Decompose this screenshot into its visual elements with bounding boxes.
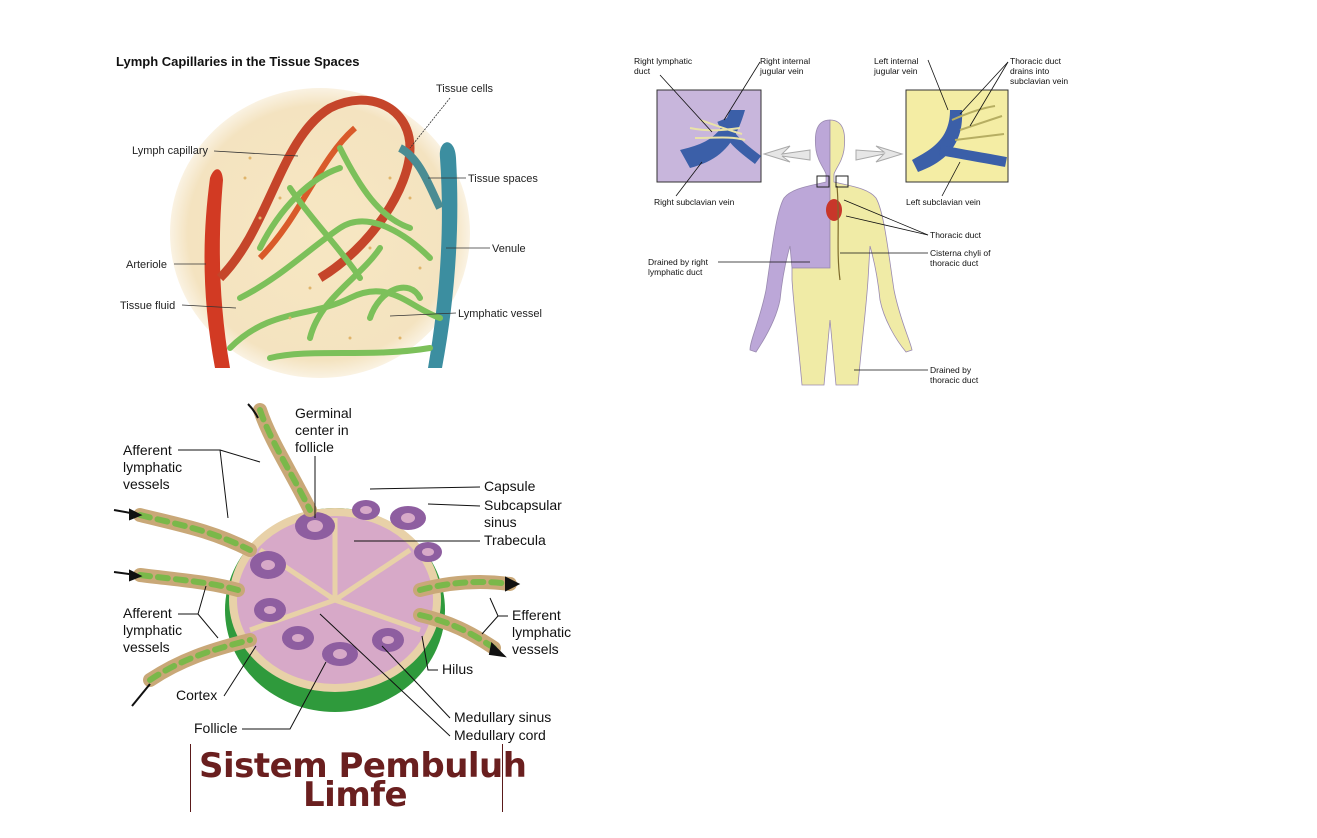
leader-capsule (369, 486, 481, 490)
leader-efferent (489, 597, 508, 617)
heart (826, 199, 842, 221)
leader-medullary-cord (319, 613, 451, 737)
left-arrow (762, 145, 811, 163)
leader-thoracic-duct-2 (845, 215, 929, 236)
leader-afferent-bottom (178, 585, 207, 615)
leader-afferent-top (178, 449, 229, 519)
leader-right-internal-jugular (723, 61, 761, 121)
leader-lymph-capillary (213, 150, 299, 157)
blood-capillary-bed-2 (257, 125, 357, 261)
venule-branch (397, 144, 444, 210)
neck-box-right (816, 175, 830, 188)
right-inset-vein-2 (717, 117, 762, 164)
right-arrow (855, 145, 904, 163)
leader-thoracic-drains-1 (959, 61, 1009, 115)
label-tissue-fluid: Tissue fluid (120, 300, 175, 312)
label-tissue-spaces: Tissue spaces (468, 173, 538, 185)
leader-tissue-fluid (181, 304, 237, 309)
left-inset-vein (912, 110, 963, 172)
body-silhouette (749, 119, 913, 386)
label-trabecula: Trabecula (484, 532, 546, 548)
afferent-vessels (133, 403, 317, 687)
capillary-title: Lymph Capillaries in the Tissue Spaces (116, 54, 359, 69)
leader-left-internal-jugular (927, 59, 949, 111)
label-cortex: Cortex (176, 687, 217, 703)
label-tissue-cells: Tissue cells (436, 83, 494, 95)
tissue-cell-dots (243, 156, 422, 340)
label-capsule: Capsule (484, 478, 536, 494)
lymphatic-network (227, 145, 443, 361)
neck-box-left (835, 175, 849, 188)
leader-follicle (242, 661, 327, 730)
tissue-background (170, 88, 470, 378)
label-follicle: Follicle (194, 720, 238, 736)
label-left-subclavian: Left subclavian vein (906, 197, 981, 207)
leader-tissue-cells (409, 97, 451, 149)
efferent-vessels (413, 575, 517, 655)
leader-cortex (223, 645, 257, 697)
label-lymph-capillary: Lymph capillary (132, 145, 209, 157)
leader-efferent-2 (481, 615, 499, 635)
leader-afferent-bottom-2 (197, 613, 219, 639)
leader-left-subclavian (941, 161, 961, 197)
leader-lymphatic-vessel (389, 312, 457, 317)
thoracic-duct-line (836, 185, 841, 281)
page-title-line1: Sistem Pembuluh (199, 746, 527, 786)
right-inset-lymph (689, 119, 746, 141)
label-thoracic-duct: Thoracic duct (930, 230, 982, 240)
label-venule: Venule (492, 243, 526, 255)
leader-afferent-top-2 (219, 449, 261, 463)
venule-vessel (428, 142, 458, 368)
label-hilus: Hilus (442, 661, 473, 677)
leader-right-subclavian (675, 161, 703, 197)
right-duct-inset (656, 89, 762, 183)
label-medullary-sinus: Medullary sinus (454, 709, 551, 725)
leader-hilus (421, 635, 438, 671)
left-inset-vein-2 (939, 145, 1007, 167)
leader-thoracic-drains-2 (969, 61, 1009, 127)
leader-right-lymphatic-duct (659, 74, 713, 133)
leader-subcapsular-sinus (427, 503, 481, 507)
page-title-box: Sistem Pembuluh Limfe (190, 744, 527, 815)
label-medullary-cord: Medullary cord (454, 727, 546, 743)
leader-thoracic-duct-1 (843, 199, 929, 236)
follicles (250, 500, 442, 666)
capillary-diagram: Lymph Capillaries in the Tissue Spaces T… (116, 54, 542, 378)
flow-arrows (113, 403, 521, 707)
label-right-subclavian: Right subclavian vein (654, 197, 735, 207)
left-inset-lymph (951, 105, 1005, 141)
arteriole-vessel (204, 169, 230, 368)
label-arteriole: Arteriole (126, 259, 167, 271)
label-lymphatic-vessel: Lymphatic vessel (458, 308, 542, 320)
blood-capillary-bed (216, 95, 415, 282)
leader-medullary-sinus (381, 645, 451, 719)
page-title-line2: Limfe (303, 775, 408, 815)
